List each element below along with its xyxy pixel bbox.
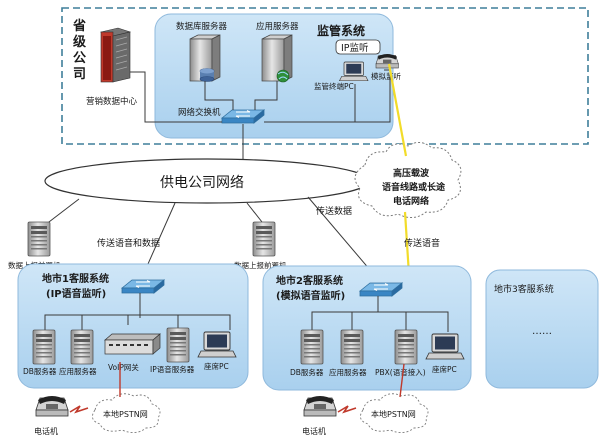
city1-subtitle: (IP语音监听) xyxy=(46,287,106,300)
city2-pstn-cloud xyxy=(359,393,429,433)
city1-voip-gateway-icon xyxy=(104,333,161,355)
db-server-icon xyxy=(189,34,221,82)
city2-pbx-label: PBX(语音接入) xyxy=(375,367,426,377)
city3-title: 地市3客服系统 xyxy=(494,283,554,295)
city2-subtitle: (模拟语音监听) xyxy=(276,289,345,302)
city1-seat-pc-icon xyxy=(197,331,237,358)
city3-panel xyxy=(485,269,599,389)
provincial-label-4: 司 xyxy=(73,67,86,82)
monitor-terminal-pc-icon xyxy=(339,61,369,82)
front-server-middle-icon xyxy=(252,221,276,257)
provincial-connectors xyxy=(130,69,391,123)
city2-connectors xyxy=(311,296,449,332)
city2-phone-label: 电话机 xyxy=(302,426,326,436)
city1-phone-icon xyxy=(35,395,69,417)
city1-ip-voice-label: IP语音服务器 xyxy=(150,364,195,374)
db-server-label: 数据库服务器 xyxy=(176,21,228,32)
monitor-terminal-label: 监管终端PC xyxy=(314,81,354,91)
front-server-middle-label: 数据上报前置机 xyxy=(234,260,287,270)
transfer-data-label: 传送数据 xyxy=(316,205,352,217)
transfer-voice-label: 传送语音 xyxy=(404,237,440,249)
carrier-label-2: 语音线路或长途 xyxy=(382,181,446,193)
network-switch-label: 网络交换机 xyxy=(178,107,221,118)
city2-db-label: DB服务器 xyxy=(290,367,324,377)
provincial-company-frame xyxy=(61,7,589,145)
app-server-label: 应用服务器 xyxy=(256,21,299,32)
city2-phone-link xyxy=(337,405,357,414)
city2-app-server-icon xyxy=(340,329,364,365)
city1-app-server-icon xyxy=(70,329,94,365)
ip-monitor-box: IP监听 xyxy=(335,39,381,55)
marketing-data-center-icon xyxy=(99,27,132,83)
ip-monitor-label: IP监听 xyxy=(341,42,369,54)
city1-phone-label: 电话机 xyxy=(34,426,58,436)
city1-pstn-cloud xyxy=(91,393,161,433)
city1-phone-link xyxy=(69,405,89,414)
city2-seat-pc-icon xyxy=(425,333,465,360)
power-network-label: 供电公司网络 xyxy=(160,175,244,191)
city2-phone-icon xyxy=(303,395,337,417)
city1-voip-label: VoIP网关 xyxy=(108,362,139,372)
analog-monitor-phone-icon xyxy=(375,53,399,69)
city2-pstn-label: 本地PSTN网 xyxy=(371,409,416,419)
front-server-left-icon xyxy=(27,221,51,257)
city1-ip-voice-server-icon xyxy=(166,327,190,363)
carrier-label-3: 电话网络 xyxy=(393,195,429,207)
city2-seat-pc-label: 座席PC xyxy=(432,364,457,374)
provincial-label-3: 公 xyxy=(73,51,86,66)
app-server-icon xyxy=(261,34,293,83)
transfer-voice-data-label: 传送语音和数据 xyxy=(97,237,160,249)
city1-connectors xyxy=(44,293,231,332)
city2-pbx-icon xyxy=(394,329,418,365)
city1-title: 地市1客服系统 xyxy=(42,272,109,285)
city1-db-label: DB服务器 xyxy=(23,366,57,376)
city1-seat-pc-label: 座席PC xyxy=(204,361,229,371)
city1-app-label: 应用服务器 xyxy=(59,366,97,376)
city2-title: 地市2客服系统 xyxy=(276,274,343,287)
city3-ellipsis: …… xyxy=(532,326,552,337)
city2-app-label: 应用服务器 xyxy=(329,367,367,377)
provincial-label-2: 级 xyxy=(73,34,87,50)
carrier-cloud xyxy=(354,142,462,218)
city1-db-server-icon xyxy=(32,329,56,365)
marketing-center-label: 营销数据中心 xyxy=(86,96,138,107)
carrier-label-1: 高压载波 xyxy=(393,167,430,179)
provincial-label-1: 省 xyxy=(72,18,86,34)
analog-monitor-label: 模拟监听 xyxy=(371,71,401,81)
monitor-system-title: 监管系统 xyxy=(317,23,365,38)
city2-db-server-icon xyxy=(300,329,324,365)
city1-pstn-label: 本地PSTN网 xyxy=(103,409,148,419)
city2-pstn-link xyxy=(399,363,405,398)
